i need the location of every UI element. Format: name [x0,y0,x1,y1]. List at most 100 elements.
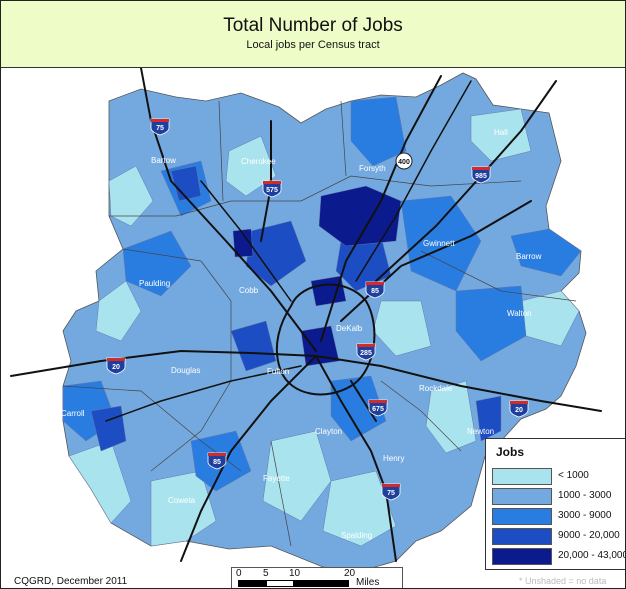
legend-item: 20,000 - 43,000 [492,548,625,565]
highway-shields: 75 575 400 985 85 [106,118,529,501]
place-label: Forsyth [359,164,386,173]
county-line [109,175,522,217]
shield-band [366,282,384,285]
legend-label: 9000 - 20,000 [558,530,620,541]
shield-number: 75 [156,125,164,132]
place-label: Coweta [168,496,196,505]
shield-number: 285 [360,350,372,357]
choropleth-map: Bartow Cherokee Forsyth Hall Paulding Co… [10,68,602,572]
tract-highest [310,275,347,307]
shield-body [356,343,376,361]
place-label: Cherokee [241,157,276,166]
interstate-shield-icon: 20 [106,357,126,375]
tract-polygons [62,96,582,547]
road-secondary [200,180,292,302]
tract-lightest [150,470,217,547]
county-line [122,248,232,472]
interstate-shield-icon: 20 [509,400,529,418]
county-line [218,100,224,202]
tract-high [170,165,202,202]
shield-band [472,167,490,170]
legend-item: 3000 - 9000 [492,508,622,525]
map-legend: Jobs < 1000 1000 - 3000 3000 - 9000 9000… [485,438,625,570]
tract-high [230,320,277,372]
shield-body [368,399,388,417]
shield-band [151,119,169,122]
title-box: Total Number of Jobs Local jobs per Cens… [1,1,625,68]
shield-band [510,401,528,404]
shield-number: 20 [515,407,523,414]
place-label: Cobb [239,286,259,295]
place-label: Fayette [263,474,290,483]
road-i20-east [315,355,602,412]
legend-swatch [492,508,552,525]
tract-mid [510,228,582,277]
tract-high [475,395,502,442]
tract-mid [330,375,387,442]
tract-lightest [470,108,532,162]
interstate-shield-icon: 675 [368,399,388,417]
place-label: Spalding [341,531,372,540]
interstate-shield-icon: 285 [356,343,376,361]
scale-segment [293,580,349,587]
legend-swatch [492,528,552,545]
legend-swatch [492,468,552,485]
tract-highest [232,228,254,258]
road-i85-south [180,355,317,562]
tract-lightest [322,470,397,547]
legend-title: Jobs [496,445,525,459]
interstate-shield-icon: 575 [262,180,282,198]
shield-number: 575 [266,187,278,194]
tract-lightest [425,380,477,454]
shield-body [365,281,385,299]
shield-body [106,357,126,375]
tract-lightest [95,280,142,342]
shield-body [207,452,227,470]
shield-number: 85 [371,288,379,295]
place-label: Barrow [516,252,542,261]
interstate-shield-icon: 985 [471,166,491,184]
legend-label: 20,000 - 43,000 [558,550,626,561]
scale-tick: 0 [236,568,242,579]
shield-number: 20 [112,364,120,371]
tract-lightest [262,430,332,522]
road-i285-loop [275,283,376,396]
county-line [380,380,462,452]
county-line [340,100,347,177]
map-credit: CQGRD, December 2011 [14,576,128,587]
place-label: Walton [507,309,532,318]
county-boundaries [62,100,577,547]
tract-mid [455,285,527,362]
scale-segment [266,580,294,587]
state-route-shield-icon: 400 [395,152,413,170]
legend-label: 3000 - 9000 [558,510,612,521]
shield-band [263,181,281,184]
shield-band [107,358,125,361]
shield-number: 985 [475,173,487,180]
place-label: DeKalb [336,324,363,333]
shield-body [381,483,401,501]
map-title: Total Number of Jobs [223,15,403,36]
place-label: Paulding [139,279,170,288]
place-label: Newton [467,427,494,436]
legend-item: 1000 - 3000 [492,488,622,505]
place-label: Bartow [151,156,176,165]
scale-tick: 5 [263,568,269,579]
shield-band [382,484,400,487]
scale-units: Miles [356,577,380,588]
map-subtitle: Local jobs per Census tract [246,39,380,51]
scale-bar: 0 5 10 20 Miles [231,567,403,588]
place-label: Carroll [61,409,85,418]
shield-number: 85 [213,459,221,466]
interstate-shield-icon: 85 [365,281,385,299]
no-data-note: * Unshaded = no data [519,576,607,586]
legend-label: < 1000 [558,470,589,481]
place-labels: Bartow Cherokee Forsyth Hall Paulding Co… [61,128,542,540]
shield-body [262,180,282,198]
shield-band [369,400,387,403]
place-label: Fulton [267,367,289,376]
legend-item: < 1000 [492,468,622,485]
road-i75-south [315,355,397,562]
scale-tick: 20 [344,568,356,579]
